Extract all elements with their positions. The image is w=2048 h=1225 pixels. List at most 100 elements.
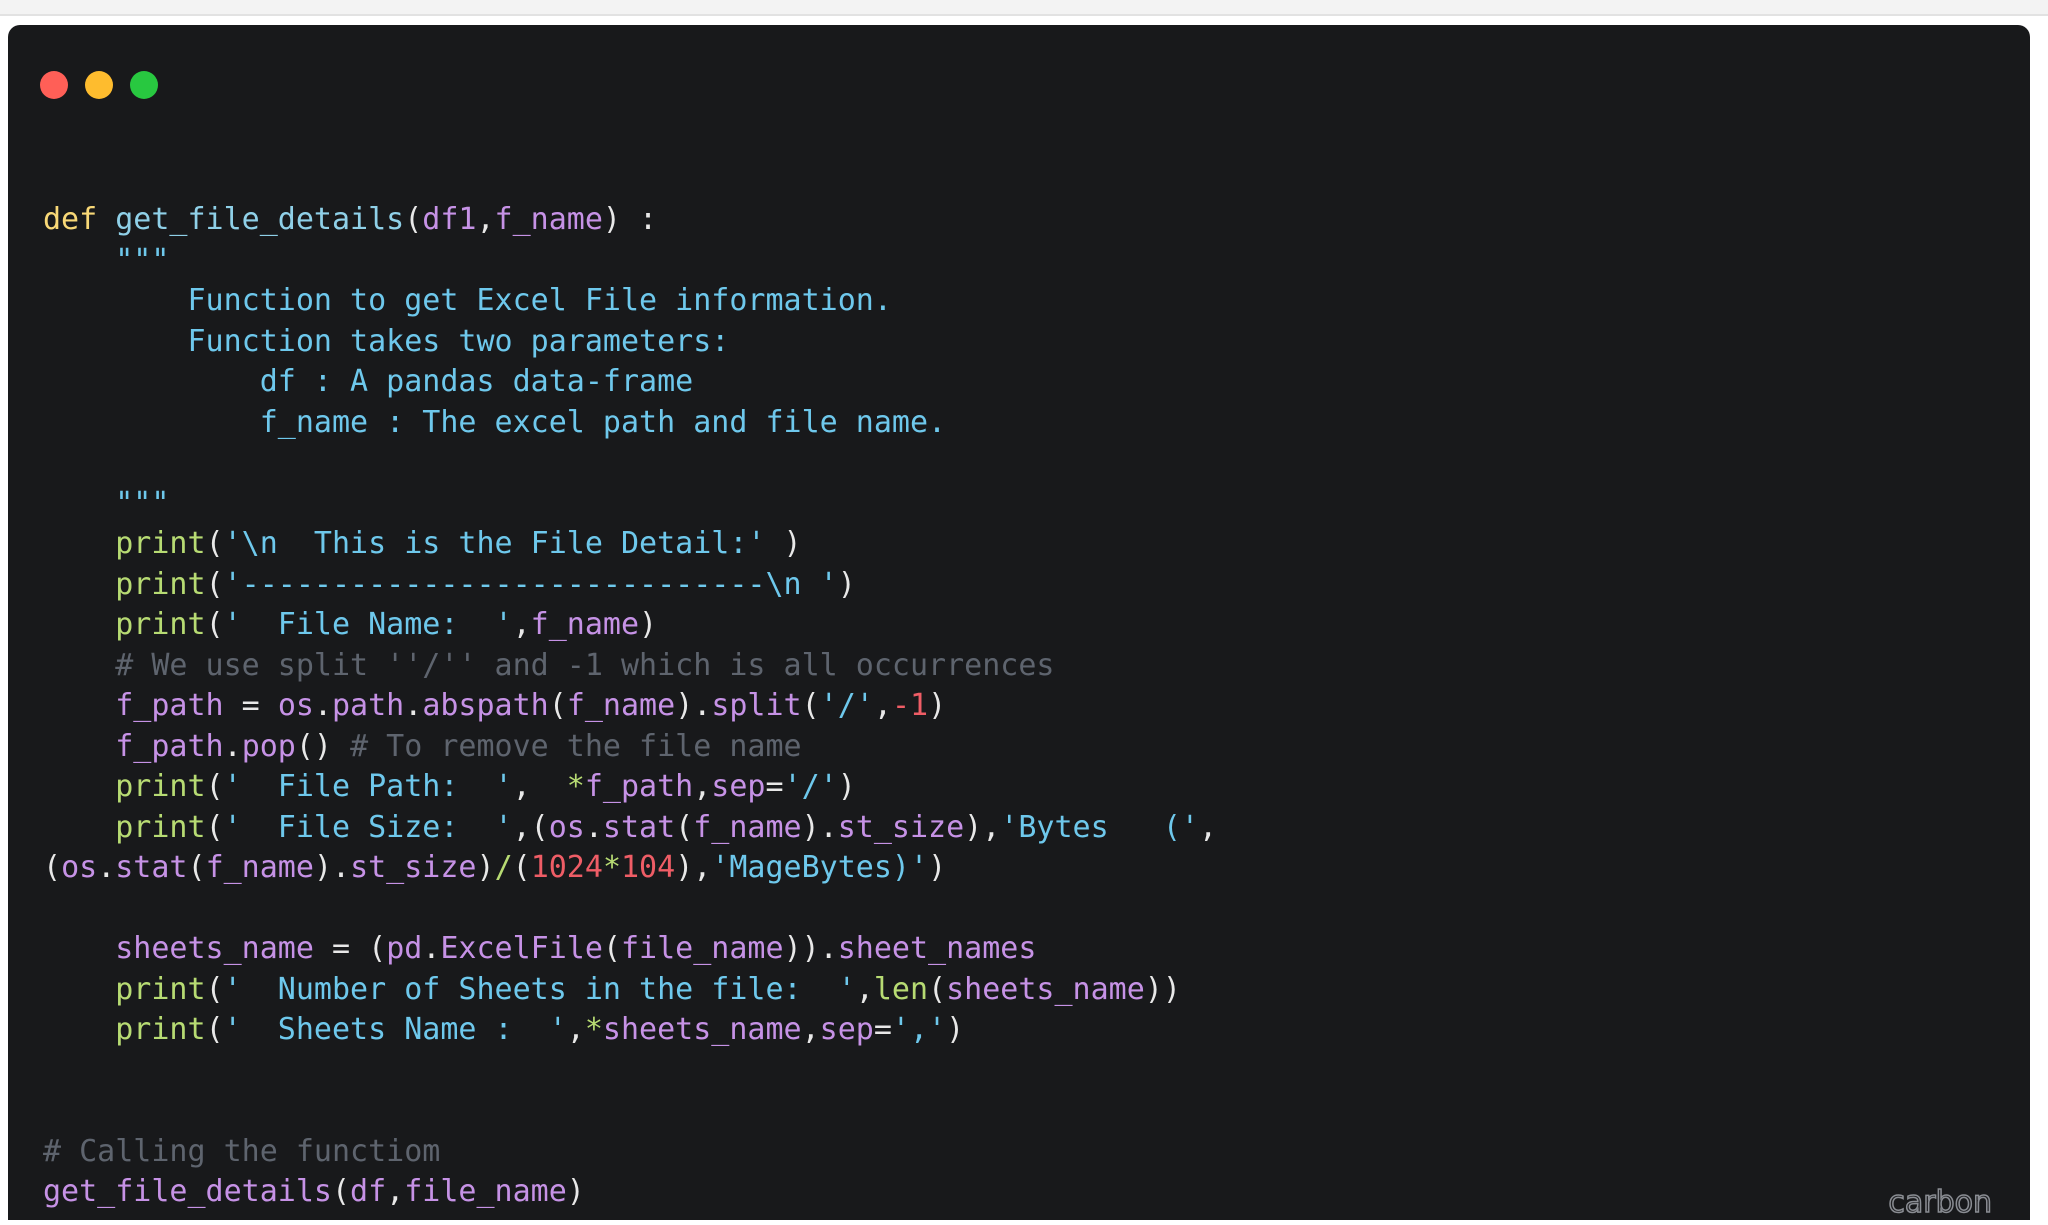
punctuation-token: =: [765, 769, 784, 804]
carbon-watermark: carbon: [1888, 1184, 1993, 1220]
punctuation-token: [43, 688, 115, 723]
code-line: f_name : The excel path and file name.: [43, 403, 1217, 444]
punctuation-token: ).: [675, 688, 712, 723]
punctuation-token: [43, 607, 115, 642]
string-token: Function to get Excel File information.: [43, 283, 892, 318]
punctuation-token: (: [404, 202, 423, 237]
builtin-token: /: [494, 850, 513, 885]
punctuation-token: .: [223, 728, 242, 764]
punctuation-token: ,(: [512, 809, 549, 845]
punctuation-token: )).: [783, 931, 838, 966]
punctuation-token: [43, 526, 115, 561]
string-token: '\n This is the File Detail:': [223, 526, 766, 561]
zoom-dot-icon: [130, 71, 158, 99]
code-line: """: [43, 241, 1217, 282]
punctuation-token: ,: [386, 1174, 405, 1209]
close-dot-icon: [40, 71, 68, 99]
punctuation-token: ,: [693, 769, 712, 804]
builtin-token: *: [584, 1012, 603, 1047]
code-line: Function takes two parameters:: [43, 322, 1217, 363]
punctuation-token: ).: [313, 850, 351, 885]
punctuation-token: )): [1144, 971, 1181, 1007]
code-line: get_file_details(df,file_name): [43, 1172, 1217, 1213]
punctuation-token: [43, 243, 115, 278]
identifier-token: sep: [819, 1012, 874, 1047]
punctuation-token: (: [205, 769, 224, 804]
builtin-token: print: [115, 809, 206, 845]
code-line: print(' File Size: ',(os.stat(f_name).st…: [43, 808, 1217, 849]
identifier-token: st_size: [350, 850, 477, 885]
punctuation-token: .: [97, 850, 116, 885]
punctuation-token: (: [928, 971, 947, 1007]
code-line: [43, 1051, 1217, 1092]
punctuation-token: [43, 769, 115, 804]
punctuation-token: [43, 567, 115, 602]
punctuation-token: ): [476, 850, 495, 885]
identifier-token: sheets_name: [602, 1012, 802, 1047]
punctuation-token: (: [205, 607, 224, 642]
punctuation-token: (: [43, 850, 62, 885]
punctuation-token: ,: [566, 1012, 585, 1047]
punctuation-token: ): [837, 769, 856, 804]
code-line: # We use split ''/'' and -1 which is all…: [43, 646, 1217, 687]
identifier-token: f_name: [530, 607, 640, 642]
punctuation-token: =: [223, 688, 278, 723]
code-line: print(' File Path: ', *f_path,sep='/'): [43, 767, 1217, 808]
punctuation-token: ),: [964, 809, 1001, 845]
punctuation-token: (: [675, 809, 694, 845]
number-token: -1: [891, 688, 929, 723]
identifier-token: df: [350, 1174, 387, 1209]
code-line: def get_file_details(df1,f_name) :: [43, 200, 1217, 241]
punctuation-token: ,: [512, 769, 567, 804]
punctuation-token: ): [928, 850, 947, 885]
identifier-token: file_name: [404, 1174, 567, 1209]
punctuation-token: ,: [1198, 809, 1218, 845]
punctuation-token: [43, 729, 115, 764]
punctuation-token: (: [801, 688, 820, 723]
punctuation-token: ): [639, 607, 658, 642]
number-token: 104: [621, 850, 676, 885]
identifier-token: sheet_names: [837, 931, 1037, 966]
punctuation-token: [43, 810, 115, 845]
punctuation-token: (: [331, 1174, 351, 1209]
identifier-token: os: [548, 809, 585, 845]
punctuation-token: =: [873, 1012, 892, 1047]
identifier-token: stat: [602, 809, 676, 845]
identifier-token: path: [332, 688, 405, 723]
code-line: [43, 443, 1217, 484]
string-token: ' File Path: ': [223, 769, 513, 804]
identifier-token: get_file_details: [43, 1174, 332, 1209]
punctuation-token: [43, 972, 115, 1007]
identifier-token: stat: [115, 850, 188, 885]
code-line: print(' Sheets Name : ',*sheets_name,sep…: [43, 1010, 1217, 1051]
function-name-token: get_file_details: [115, 202, 405, 237]
punctuation-token: (: [205, 566, 224, 602]
string-token: ' File Name: ': [223, 607, 513, 642]
punctuation-token: ) :: [602, 202, 658, 237]
identifier-token: f_path: [115, 688, 224, 723]
punctuation-token: (: [602, 931, 621, 966]
punctuation-token: ,: [476, 202, 495, 237]
punctuation-token: [43, 486, 115, 521]
comment-token: # We use split ''/'' and -1 which is all…: [115, 647, 1055, 683]
punctuation-token: ): [928, 688, 947, 723]
code-line: # Calling the functiom: [43, 1132, 1217, 1173]
string-token: '-----------------------------\n ': [223, 566, 838, 602]
punctuation-token: ,: [855, 971, 874, 1007]
code-window: def get_file_details(df1,f_name) : """ F…: [8, 25, 2030, 1220]
punctuation-token: [43, 931, 115, 966]
string-token: ' Number of Sheets in the file: ': [223, 971, 856, 1007]
code-line: print(' File Name: ',f_name): [43, 605, 1217, 646]
minimize-dot-icon: [85, 71, 113, 99]
code-line: print('-----------------------------\n '…: [43, 565, 1217, 606]
page-top-strip: [0, 0, 2048, 16]
punctuation-token: ): [837, 566, 856, 602]
builtin-token: *: [602, 850, 621, 885]
punctuation-token: ,: [873, 688, 892, 723]
punctuation-token: (: [187, 850, 206, 885]
keyword-token: def: [43, 202, 98, 237]
string-token: '/': [783, 769, 838, 804]
punctuation-token: ): [566, 1174, 585, 1209]
punctuation-token: (: [205, 526, 224, 561]
identifier-token: ExcelFile: [440, 931, 603, 966]
